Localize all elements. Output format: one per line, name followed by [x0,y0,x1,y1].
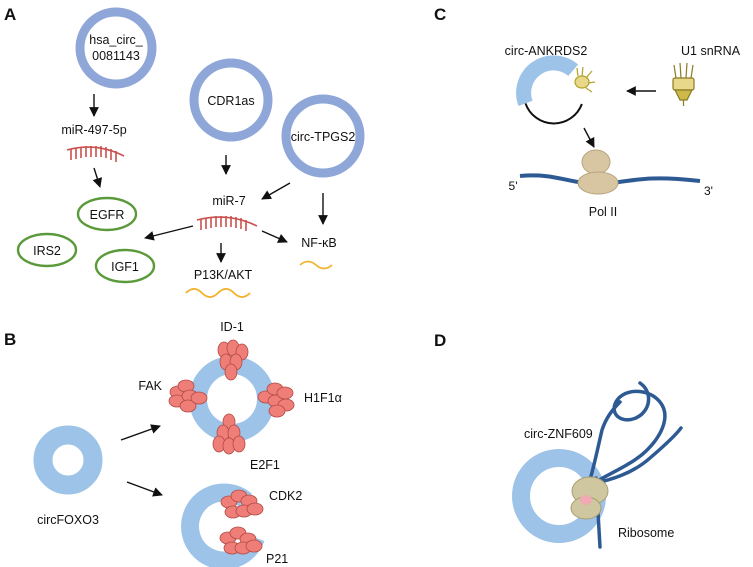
nfkb-label: NF-κB [301,236,336,250]
egfr-label: EGFR [90,208,125,222]
circ-tpgs2-label: circ-TPGS2 [291,130,356,144]
ribosome-label: Ribosome [618,526,674,540]
arrow-circ-to-pol2 [583,127,595,148]
peptide-chain [586,381,683,549]
irs2-label: IRS2 [33,244,61,258]
igf1-ellipse [94,248,156,284]
circ-foxo3-ring [33,425,103,495]
u1-snrna-icon [672,62,695,106]
five-prime-label: 5' [509,179,518,193]
u1-bound-icon [574,66,596,93]
three-prime-label: 3' [704,184,713,198]
panel-b-letter: B [4,330,16,349]
circ-hsa-ring [75,7,157,89]
id1-protein [217,339,249,381]
panel-b: B ID-1 FAK H1F1α E2F1 circFOXO3 [4,320,342,567]
panel-c: C circ-ANKRDS2 U1 snRNA 5' 3' Pol II [434,5,741,219]
hif-protein [257,382,295,418]
panel-d: D circ-ZNF609 Ribosome [434,331,683,549]
circ-ankrds2-intron-loop [524,103,583,125]
mir-497-label: miR-497-5p [61,123,126,137]
p21-label: P21 [266,552,288,566]
panel-a: A hsa_circ_ 0081143 CDR1as circ-TPGS2 mi… [4,5,365,298]
circ-ankrds2-label: circ-ANKRDS2 [505,44,588,58]
ribosome-icon [570,476,609,520]
circ-tpgs2-ring [281,94,365,178]
arrow-mir7-to-irs2 [144,225,194,241]
circ-cdr1as-ring [189,58,273,142]
circ-cdr1as-label: CDR1as [207,94,254,108]
irs2-ellipse [16,232,78,268]
circ-ankrds2-ring [516,55,579,107]
panel-c-letter: C [434,5,446,24]
mir-7-label: miR-7 [212,194,245,208]
circ-hsa-label-line2: 0081143 [92,49,140,63]
cdk2-label: CDK2 [269,489,302,503]
e2f1-label: E2F1 [250,458,280,472]
igf1-label: IGF1 [111,260,139,274]
arrow-mir7-to-nfkb [261,230,288,243]
mir-497-strand [66,146,125,162]
nfkb-mrna-wave [299,260,333,270]
id1-label: ID-1 [220,320,244,334]
arrow-mir497-to-egfr [92,167,103,188]
circ-hsa-label-line1: hsa_circ_ [89,33,144,47]
pol2-complex [577,149,619,195]
arrow-tpgs2-to-mir7 [261,182,291,200]
mir-7-strand [196,216,258,231]
e2f1-protein [212,413,246,455]
pol2-label: Pol II [589,205,618,219]
pi3k-mrna-wave [185,288,251,298]
hif-label: H1F1α [304,391,342,405]
arrow-foxo3-to-bottom [126,481,163,497]
fak-label: FAK [138,379,162,393]
u1-label: U1 snRNA [681,44,741,58]
panel-d-letter: D [434,331,446,350]
egfr-ellipse [76,196,138,232]
p21-protein [219,526,263,555]
cdk2-protein [220,489,264,519]
fak-protein [168,379,208,413]
circ-znf609-label: circ-ZNF609 [524,427,593,441]
pi3k-label: P13K/AKT [194,268,253,282]
circ-b-bottom-ring [181,483,265,567]
circ-foxo3-label: circFOXO3 [37,513,99,527]
arrow-foxo3-to-top [120,424,161,441]
panel-a-letter: A [4,5,16,24]
